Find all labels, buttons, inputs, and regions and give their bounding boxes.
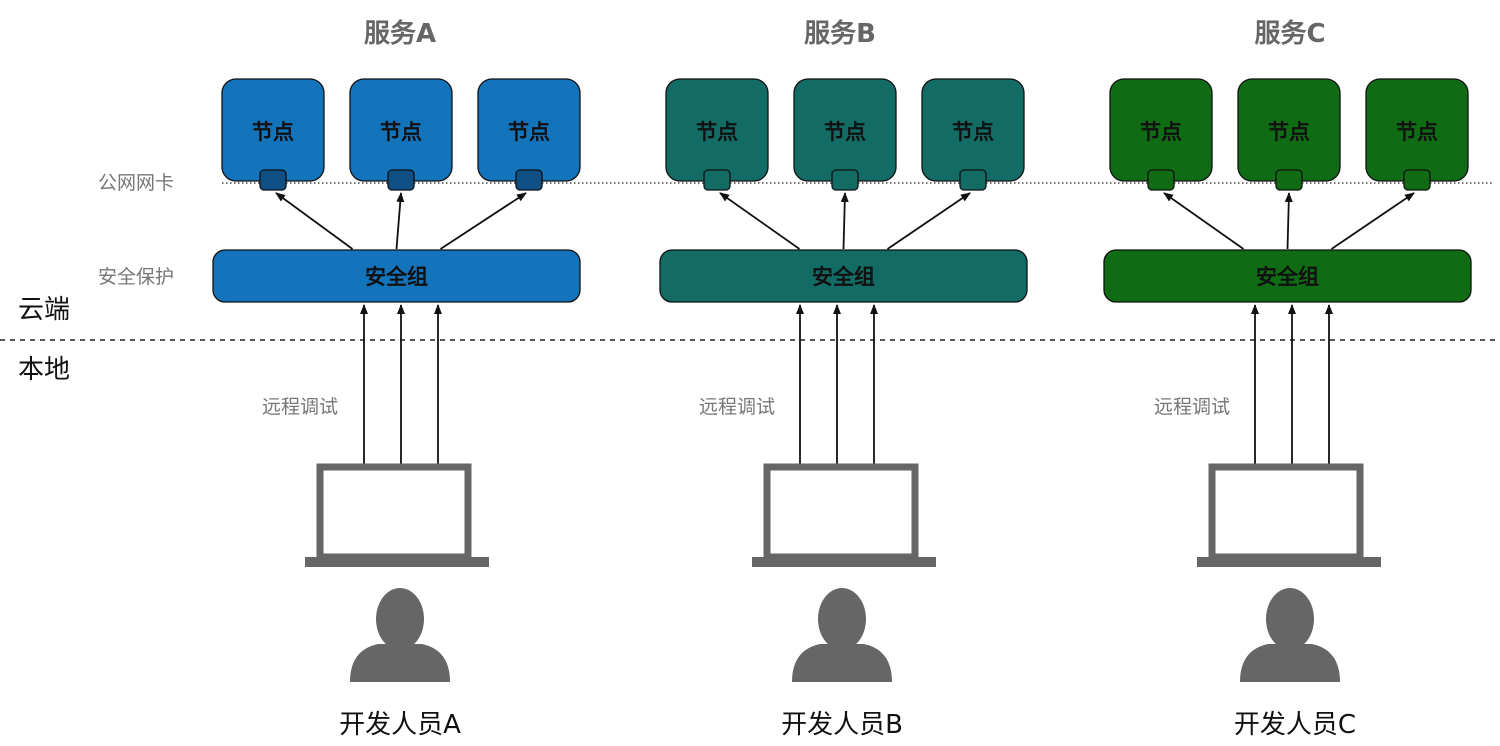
security-group-label: 安全组: [812, 265, 875, 289]
node-label: 节点: [824, 120, 866, 144]
laptop-icon: [752, 463, 936, 567]
node-access-arrow: [840, 192, 849, 250]
nic-port-icon: [1275, 169, 1303, 191]
nic-port-icon: [259, 169, 287, 191]
laptop-icon: [305, 463, 489, 567]
security-group-label: 安全组: [365, 265, 428, 289]
security-group: 安全组: [212, 249, 581, 303]
developer-label: 开发人员C: [1234, 710, 1356, 740]
security-group-rect: [659, 249, 1028, 303]
nic-port-icon: [959, 169, 987, 191]
node-label: 节点: [252, 120, 294, 144]
node-access-arrow: [1163, 192, 1245, 250]
node-box: 节点: [477, 78, 581, 191]
remote-debug-label: 远程调试: [1154, 396, 1230, 418]
security-protection-label: 安全保护: [98, 266, 174, 288]
nic-port-icon: [703, 169, 731, 191]
node-access-arrow: [1284, 192, 1293, 250]
node-label: 节点: [508, 120, 550, 144]
node-box: 节点: [793, 78, 897, 191]
node-access-arrow: [1330, 192, 1415, 250]
nic-port-icon: [515, 169, 543, 191]
remote-debug-label: 远程调试: [699, 396, 775, 418]
node-label: 节点: [1268, 120, 1310, 144]
node-box: 节点: [665, 78, 769, 191]
laptop-icon: [1197, 463, 1381, 567]
developer-label: 开发人员B: [781, 710, 903, 740]
security-group-label: 安全组: [1256, 265, 1319, 289]
nic-port-icon: [1147, 169, 1175, 191]
developer-person-icon: [1240, 588, 1340, 682]
node-label: 节点: [1396, 120, 1438, 144]
node-label: 节点: [696, 120, 738, 144]
node-label: 节点: [952, 120, 994, 144]
remote-debug-label: 远程调试: [262, 396, 338, 418]
node-access-arrow: [440, 192, 527, 250]
node-access-arrow: [886, 192, 971, 250]
service-title: 服务A: [364, 19, 436, 49]
service-title: 服务C: [1254, 19, 1325, 49]
developer-label: 开发人员A: [339, 710, 461, 740]
node-access-arrow: [719, 192, 801, 250]
public-nic-label: 公网网卡: [98, 172, 174, 194]
developer-person-icon: [350, 588, 450, 682]
security-group: 安全组: [659, 249, 1028, 303]
nic-port-icon: [387, 169, 415, 191]
nic-port-icon: [831, 169, 859, 191]
service-title: 服务B: [804, 19, 876, 49]
node-box: 节点: [1365, 78, 1469, 191]
node-label: 节点: [380, 120, 422, 144]
node-box: 节点: [349, 78, 453, 191]
node-access-arrow: [275, 192, 354, 250]
node-box: 节点: [1109, 78, 1213, 191]
developer-person-icon: [792, 588, 892, 682]
node-box: 节点: [921, 78, 1025, 191]
security-group: 安全组: [1103, 249, 1472, 303]
node-box: 节点: [221, 78, 325, 191]
node-access-arrow: [395, 192, 405, 250]
security-group-rect: [212, 249, 581, 303]
cloud-zone-label: 云端: [18, 295, 70, 325]
security-group-rect: [1103, 249, 1472, 303]
local-zone-label: 本地: [18, 355, 70, 385]
node-box: 节点: [1237, 78, 1341, 191]
node-label: 节点: [1140, 120, 1182, 144]
nic-port-icon: [1403, 169, 1431, 191]
